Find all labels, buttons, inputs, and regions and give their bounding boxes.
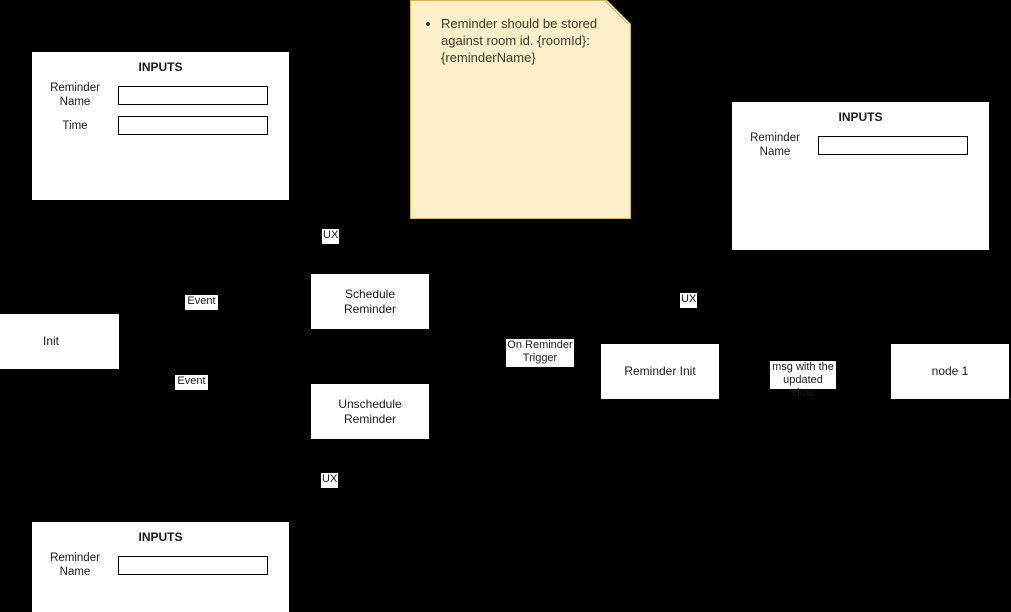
edge-label-ux-bottom: UX [321,473,338,488]
field-label-reminder-name: Reminder Name [750,132,800,158]
edge-label-on-reminder-trigger: On Reminder Trigger [506,339,574,367]
reminder-name-input[interactable] [818,135,968,155]
edge-label-ux-mid: UX [680,293,697,308]
node-unschedule-reminder[interactable]: Unschedule Reminder [310,383,430,440]
field-label-reminder-name: Reminder Name [50,82,100,108]
sticky-note-list: Reminder should be stored against room i… [411,1,630,66]
node-schedule-reminder[interactable]: Schedule Reminder [310,273,430,330]
sticky-note[interactable]: Reminder should be stored against room i… [410,0,631,219]
time-input[interactable] [118,116,268,135]
node-reminder-init[interactable]: Reminder Init [600,343,720,400]
reminder-name-input[interactable] [118,555,268,575]
edge-label-event-top: Event [185,295,218,310]
form-row: Reminder Name [732,131,989,159]
edge-label-ux-top: UX [322,229,339,244]
inputs-panel-unschedule[interactable]: INPUTS Reminder Name [731,101,990,251]
field-label-reminder-name: Reminder Name [50,552,100,578]
panel-title: INPUTS [138,60,183,74]
form-row: Reminder Name [32,551,289,579]
edge-label-msg-updated-slots: msg with the updated slots [770,361,836,399]
inputs-panel-schedule[interactable]: INPUTS Reminder Name Time [31,51,290,201]
node-init[interactable]: Init [0,313,120,370]
form-row: Reminder Name [32,81,289,109]
panel-title: INPUTS [138,530,183,544]
field-label-time: Time [62,119,88,132]
edge-label-event-bottom: Event [175,375,208,390]
form-row: Time [32,116,289,135]
sticky-note-text: Reminder should be stored against room i… [441,15,616,66]
panel-title: INPUTS [838,110,883,124]
node-node-1[interactable]: node 1 [890,343,1010,400]
reminder-name-input[interactable] [118,85,268,105]
inputs-panel-bottom[interactable]: INPUTS Reminder Name [31,521,290,612]
